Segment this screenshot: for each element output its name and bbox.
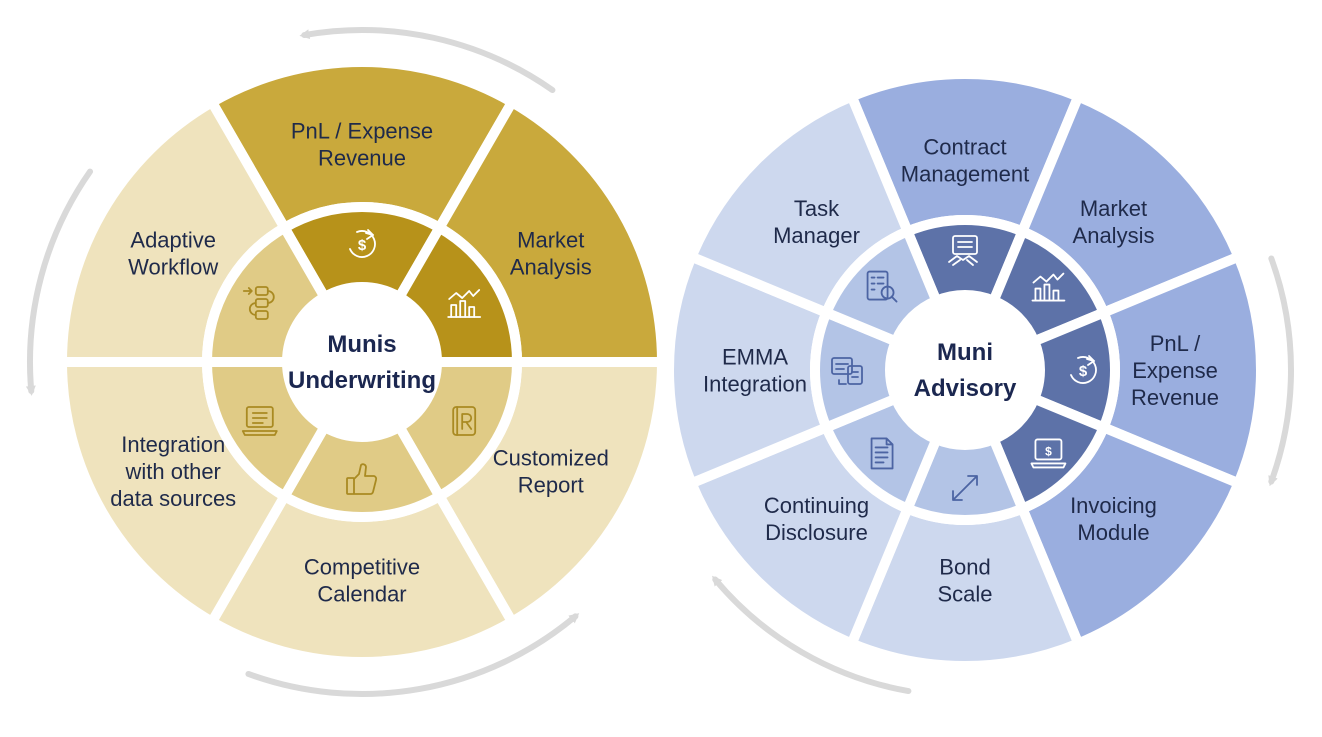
segment-label: Bond: [939, 555, 990, 580]
segment-label: Calendar: [317, 582, 406, 607]
segment-label: Expense: [1132, 358, 1218, 383]
segment-label: Management: [901, 162, 1029, 187]
segment-label: Analysis: [510, 255, 592, 280]
wheel-title: Munis: [327, 331, 396, 358]
segment-label: Competitive: [304, 555, 420, 580]
wheel-title: Advisory: [914, 375, 1017, 402]
wheel-title: Muni: [937, 339, 993, 366]
segment-label: Disclosure: [765, 520, 868, 545]
cycle-arrows: [25, 27, 1294, 697]
segment-label: Module: [1077, 520, 1149, 545]
thumbs-up-icon: [346, 463, 378, 495]
svg-text:$: $: [1079, 363, 1088, 380]
contract-icon: [948, 235, 978, 266]
svg-text:$: $: [1045, 444, 1052, 458]
svg-text:$: $: [358, 237, 367, 254]
wheel-hub: [890, 295, 1040, 445]
cycle-arrow: [245, 613, 580, 697]
segment-label: Market: [1080, 196, 1147, 221]
dollar-cycle-icon: $: [1070, 355, 1097, 384]
segment-label: EMMA: [722, 345, 788, 370]
segment-label: Customized: [493, 446, 609, 471]
workflow-icon: [242, 286, 275, 320]
segment-label: with other: [125, 459, 221, 484]
bar-chart-icon: [1031, 272, 1066, 302]
laptop-icon: [241, 406, 278, 436]
segment-label: Revenue: [1131, 385, 1219, 410]
dollar-cycle-icon: $: [349, 229, 376, 258]
segment-label: Continuing: [764, 493, 869, 518]
segment-label: PnL / Expense: [291, 119, 433, 144]
bar-chart-icon: [447, 289, 482, 318]
expand-arrows-icon: [952, 475, 978, 501]
segment-label: Integration: [703, 372, 807, 397]
report-icon: [452, 406, 477, 436]
document-icon: [870, 437, 894, 470]
task-search-icon: [866, 270, 898, 303]
segment-label: Invoicing: [1070, 493, 1157, 518]
integration-icon: [831, 357, 863, 385]
cycle-arrow: [712, 575, 912, 695]
segment-label: Revenue: [318, 146, 406, 171]
munis-underwriting-wheel: PnL / ExpenseRevenue$MarketAnalysisCusto…: [56, 57, 668, 667]
segment-label: Manager: [773, 223, 860, 248]
wheel-title: Underwriting: [288, 367, 436, 394]
segment-label: data sources: [110, 486, 236, 511]
wheel-hub: [287, 287, 437, 437]
segment-label: Contract: [923, 135, 1006, 160]
segment-label: Workflow: [128, 255, 218, 280]
segment-label: PnL /: [1150, 331, 1201, 356]
segment-label: Scale: [937, 582, 992, 607]
segment-label: Report: [518, 473, 584, 498]
segment-label: Task: [794, 196, 840, 221]
cycle-arrow: [25, 168, 94, 396]
segment-label: Adaptive: [130, 228, 216, 253]
invoice-icon: $: [1030, 438, 1067, 469]
segment-label: Market: [517, 228, 584, 253]
segment-label: Analysis: [1073, 223, 1155, 248]
segment-label: Integration: [121, 432, 225, 457]
cycle-arrow: [1268, 255, 1294, 487]
cycle-arrow: [299, 27, 556, 94]
